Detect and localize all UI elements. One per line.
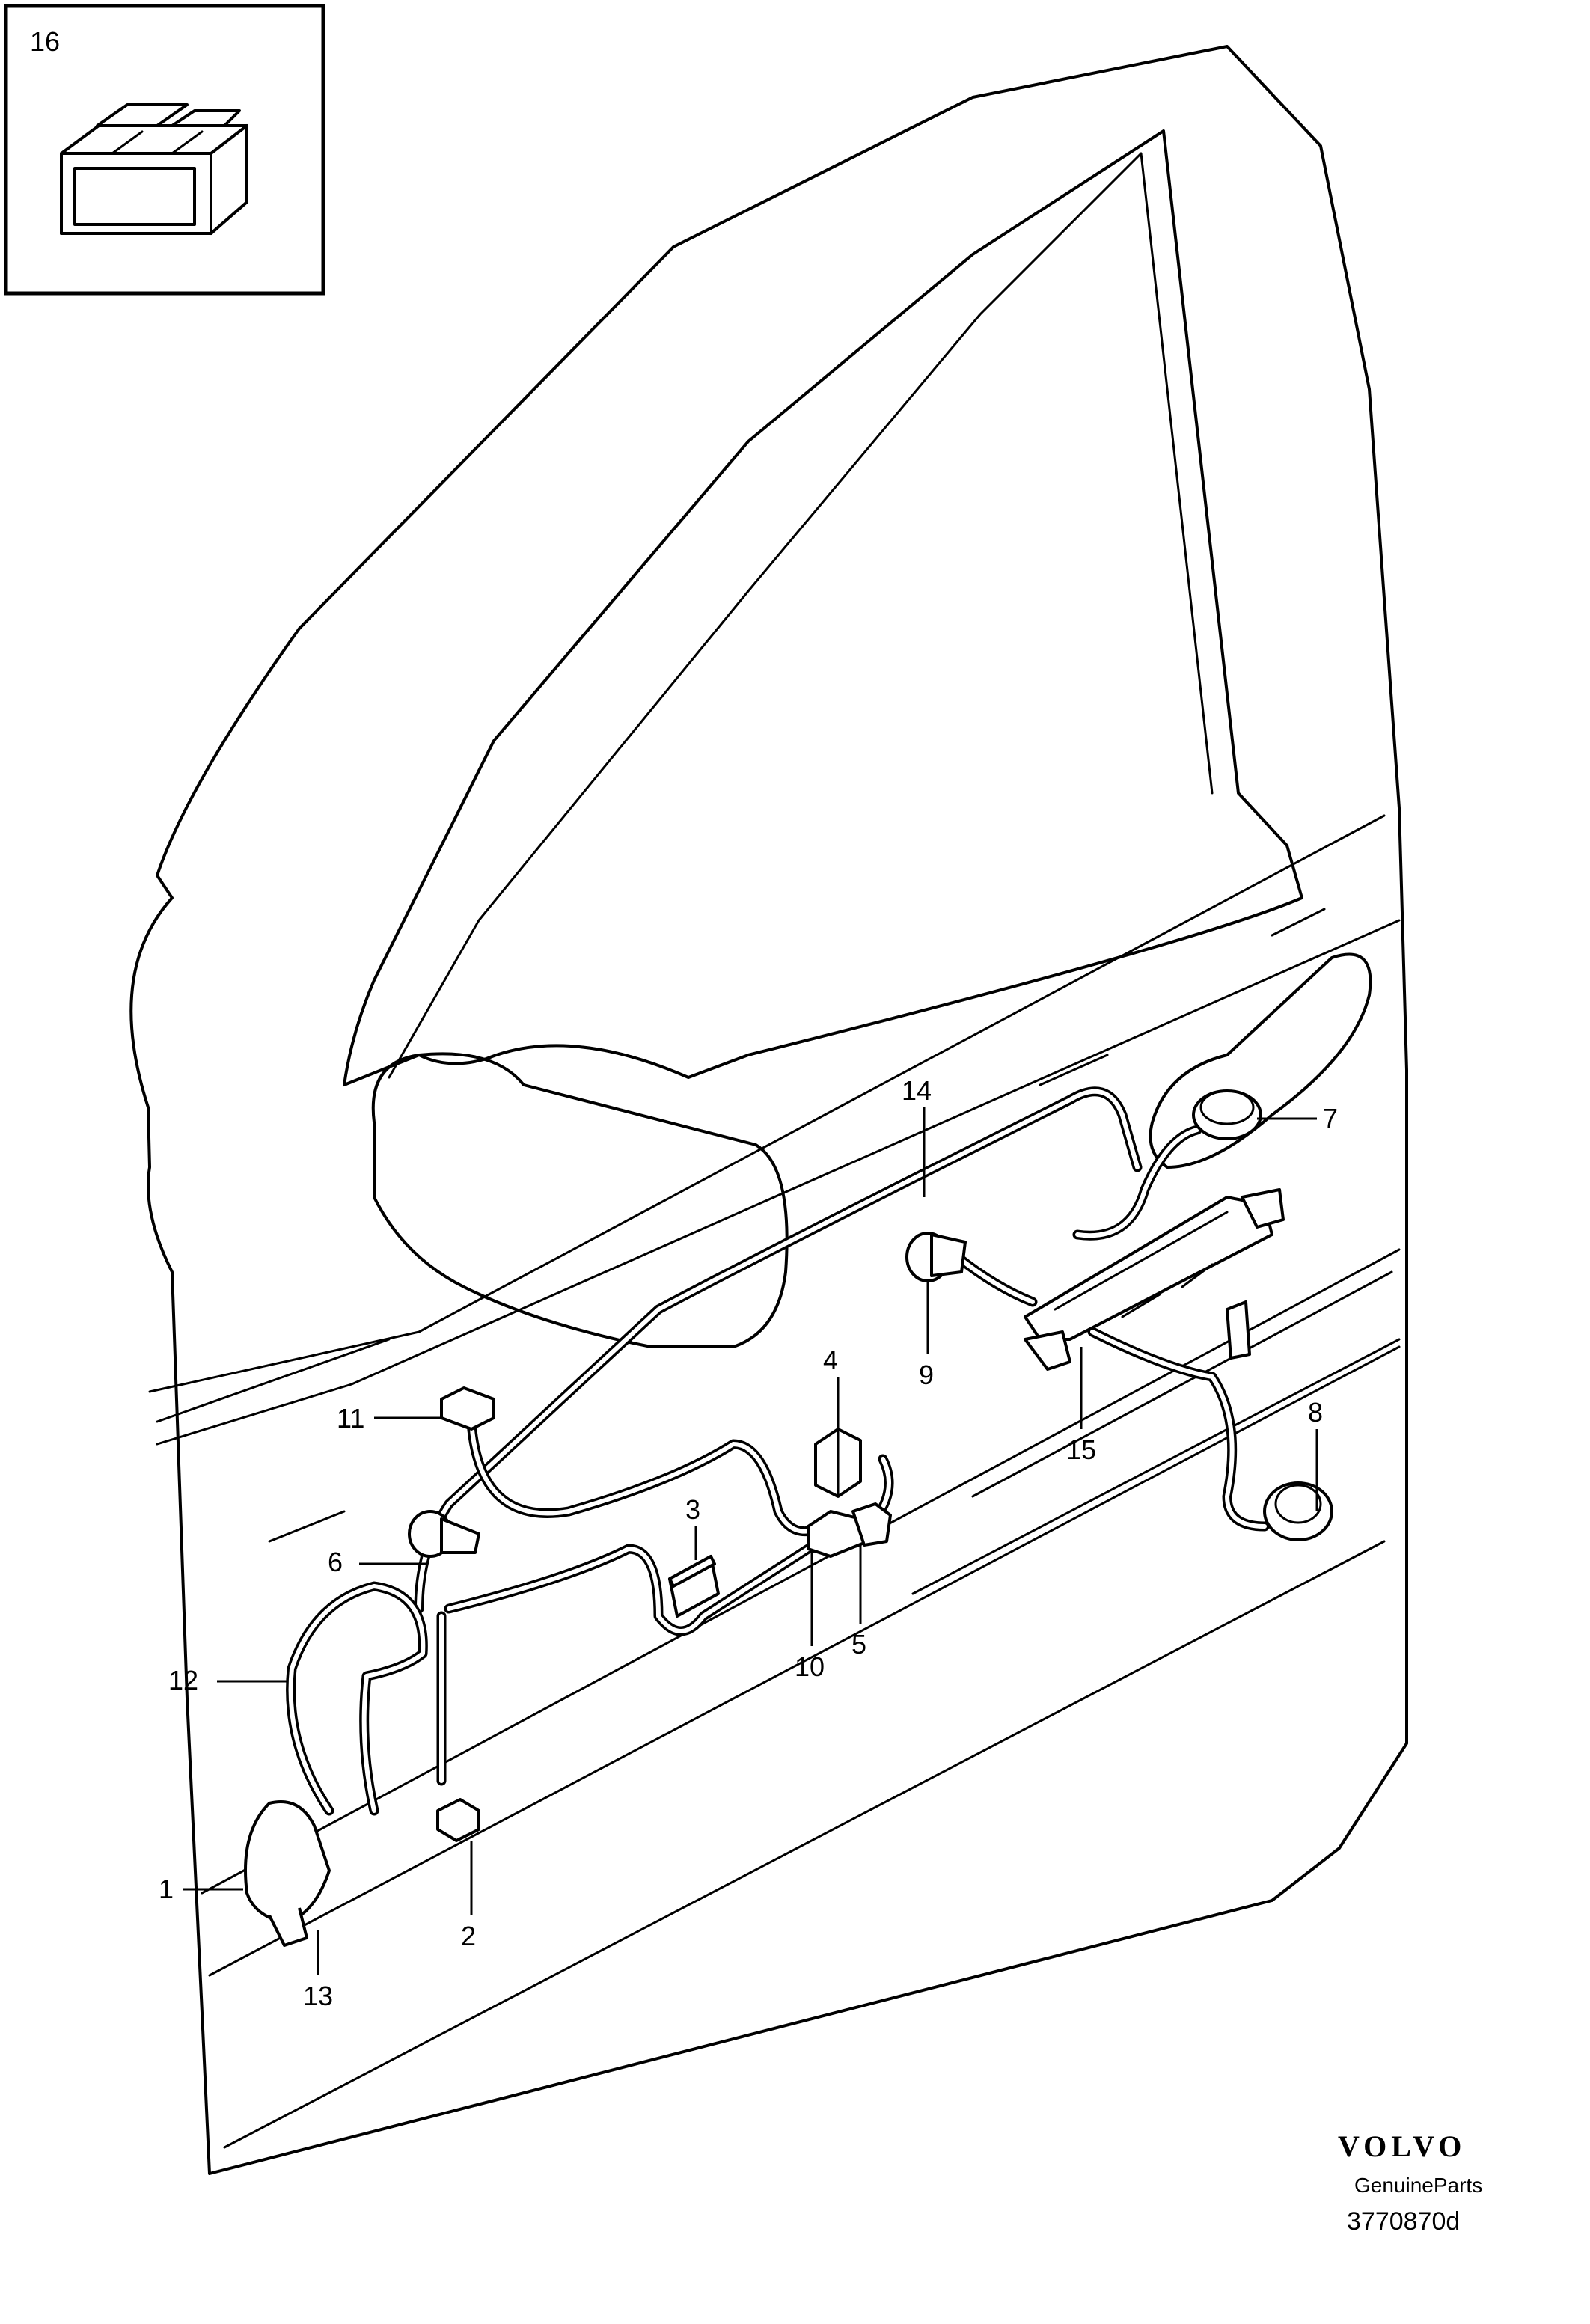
- connector-5-10: [807, 1502, 892, 1558]
- connector-11: [440, 1386, 495, 1431]
- brand-logo: VOLVO: [1338, 2129, 1466, 2163]
- grommet-6: [408, 1510, 480, 1558]
- inset-label: 16: [30, 26, 60, 57]
- callout-3: 3: [685, 1494, 700, 1525]
- callout-5: 5: [851, 1629, 866, 1660]
- sill-line-4: [971, 1270, 1393, 1498]
- callout-labels: 1 2 3 4 5 6 7 8 9 10 11 12 13 14 15: [159, 1075, 1338, 2011]
- armrest-pocket: [1149, 952, 1372, 1169]
- callout-4: 4: [823, 1345, 838, 1375]
- dash-3: [268, 1510, 346, 1543]
- dash-2: [1271, 908, 1326, 937]
- callout-10: 10: [795, 1651, 825, 1682]
- sill-line-5: [911, 1338, 1401, 1595]
- callout-11: 11: [337, 1403, 364, 1434]
- sill-line-1: [201, 1248, 1401, 1895]
- callout-13: 13: [303, 1981, 333, 2011]
- connector-2: [436, 1798, 480, 1842]
- callout-2: 2: [461, 1921, 476, 1951]
- callout-12: 12: [168, 1665, 198, 1695]
- callout-8: 8: [1308, 1397, 1323, 1428]
- wiring-harness-12: [286, 1086, 1270, 1816]
- brand-tagline: GenuineParts: [1354, 2174, 1482, 2197]
- connector-4: [814, 1428, 862, 1498]
- callout-14: 14: [902, 1075, 932, 1106]
- leader-lines: [183, 1107, 1318, 1975]
- sill-line-2: [208, 1345, 1401, 1977]
- dash-1: [1039, 1054, 1109, 1086]
- connector-16-icon: [60, 103, 248, 235]
- connector-1: [244, 1800, 331, 1947]
- callout-15: 15: [1066, 1434, 1096, 1465]
- door-panel: [129, 45, 1408, 2175]
- belt-line-3: [156, 1338, 391, 1423]
- window-frame-inner-2: [388, 152, 1214, 1079]
- inset-connector-16: 16: [4, 4, 325, 296]
- callout-1: 1: [159, 1874, 174, 1904]
- grommet-9: [905, 1232, 967, 1282]
- window-frame-inner: [343, 129, 1303, 1086]
- belt-line-2: [156, 919, 1401, 1446]
- brand-block: VOLVO GenuineParts 3770870d: [1338, 2129, 1482, 2236]
- callout-7: 7: [1323, 1103, 1338, 1134]
- connector-3: [668, 1555, 720, 1618]
- belt-line-1: [148, 814, 1386, 1393]
- mirror-trim: [371, 1052, 789, 1348]
- grommet-8: [1263, 1481, 1333, 1541]
- bracket-15: [1024, 1188, 1285, 1371]
- sill-line-3: [223, 1540, 1386, 2149]
- callout-6: 6: [328, 1547, 343, 1577]
- grommet-7: [1192, 1089, 1262, 1140]
- diagram-reference: 3770870d: [1347, 2207, 1460, 2236]
- callout-9: 9: [919, 1360, 934, 1390]
- door-outer-edge: [129, 45, 1408, 2175]
